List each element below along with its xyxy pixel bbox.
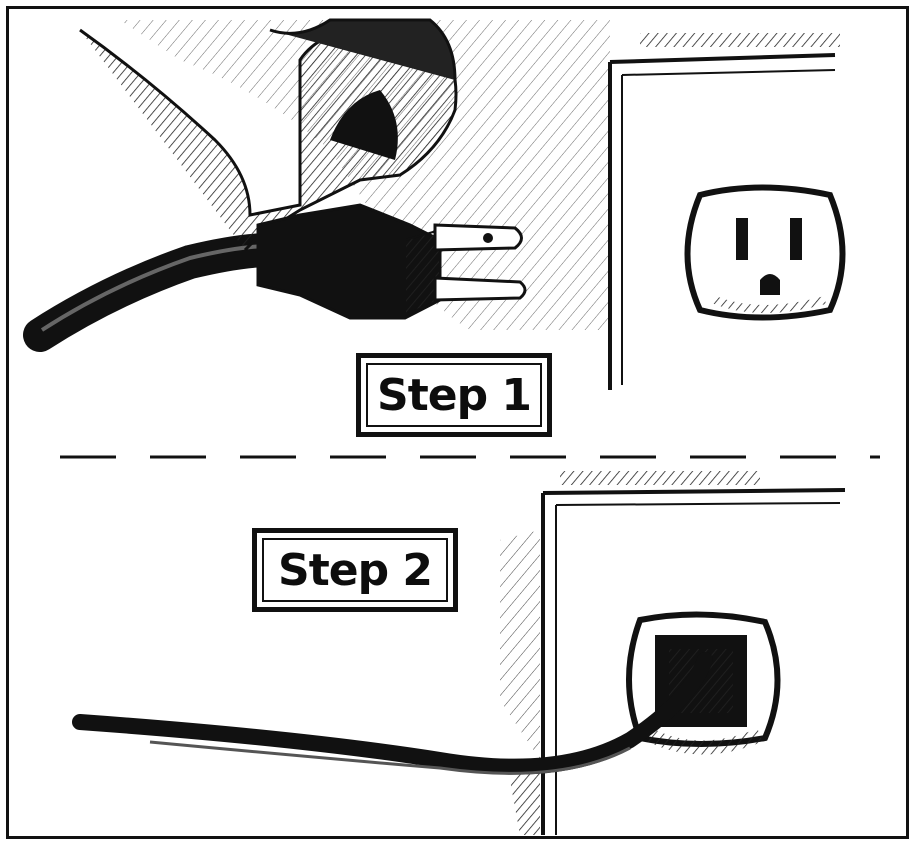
step1-scene	[40, 20, 843, 390]
power-cord-upper	[40, 250, 270, 335]
power-cord-lower	[80, 660, 705, 767]
wall-outlet-icon	[688, 188, 843, 318]
step2-label-text: Step 2	[278, 545, 432, 596]
step1-label-text: Step 1	[377, 370, 531, 421]
step2-scene	[80, 478, 845, 835]
step2-label: Step 2	[252, 528, 458, 612]
step1-label: Step 1	[356, 353, 552, 437]
